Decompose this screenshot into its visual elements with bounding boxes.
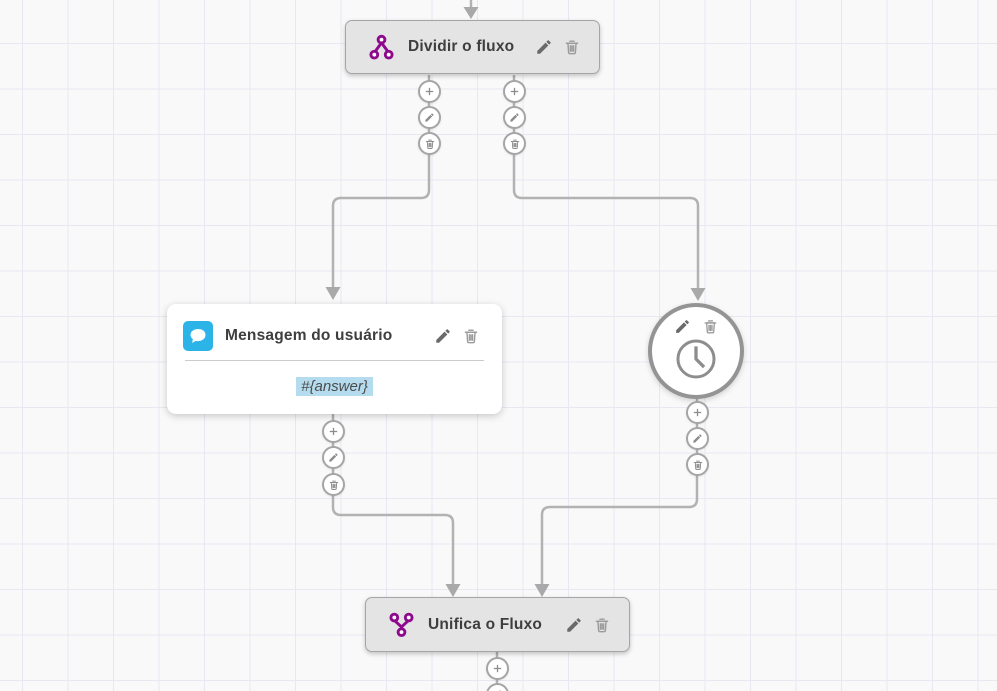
- card-header: Mensagem do usuário: [167, 304, 502, 357]
- delete-connector-button[interactable]: [418, 132, 441, 155]
- pencil-icon: [692, 433, 703, 444]
- delete-connector-button[interactable]: [686, 453, 709, 476]
- node-actions: [535, 38, 581, 56]
- trash-icon: [462, 327, 480, 345]
- timer-node[interactable]: [648, 303, 744, 399]
- trash-icon: [509, 138, 521, 150]
- chat-bubble-icon: [183, 320, 213, 351]
- card-divider: [185, 360, 484, 361]
- edit-node-button[interactable]: [535, 38, 553, 56]
- arrowhead-icon: [690, 288, 706, 301]
- plus-icon: [327, 425, 340, 438]
- node-actions: [434, 327, 480, 345]
- node-actions: [565, 616, 611, 634]
- pencil-icon: [565, 616, 583, 634]
- trash-icon: [563, 38, 581, 56]
- arrowhead-icon: [445, 584, 461, 597]
- merge-flow-node[interactable]: Unifica o Fluxo: [365, 597, 630, 652]
- message-node-title: Mensagem do usuário: [225, 326, 393, 344]
- pencil-icon: [674, 318, 691, 335]
- add-block-button[interactable]: [503, 80, 526, 103]
- delete-node-button[interactable]: [702, 318, 719, 335]
- split-flow-icon: [368, 34, 395, 61]
- node-actions: [652, 318, 740, 335]
- delete-node-button[interactable]: [563, 38, 581, 56]
- arrowhead-icon: [325, 287, 341, 300]
- pencil-icon: [535, 38, 553, 56]
- edit-connector-button[interactable]: [503, 106, 526, 129]
- edit-node-button[interactable]: [434, 327, 452, 345]
- arrowhead-icon: [534, 584, 550, 597]
- edit-node-button[interactable]: [674, 318, 691, 335]
- clock-icon: [675, 338, 717, 380]
- split-flow-node[interactable]: Dividir o fluxo: [345, 20, 600, 74]
- trash-icon: [692, 459, 704, 471]
- arrowhead-icon: [463, 7, 479, 19]
- trash-icon: [702, 318, 719, 335]
- edit-connector-button[interactable]: [686, 427, 709, 450]
- trash-icon: [424, 138, 436, 150]
- plus-icon: [508, 85, 521, 98]
- split-node-title: Dividir o fluxo: [408, 38, 515, 55]
- edit-connector-button[interactable]: [322, 446, 345, 469]
- plus-icon: [691, 406, 704, 419]
- add-block-button[interactable]: [486, 657, 509, 680]
- delete-connector-button[interactable]: [503, 132, 526, 155]
- pencil-icon: [328, 452, 339, 463]
- plus-icon: [423, 85, 436, 98]
- merge-flow-icon: [388, 611, 415, 638]
- connector: [540, 397, 699, 585]
- variable-chip: #{answer}: [296, 376, 373, 396]
- card-body: #{answer}: [167, 361, 502, 411]
- add-block-button[interactable]: [686, 401, 709, 424]
- user-message-node[interactable]: Mensagem do usuário #{answer}: [167, 304, 502, 414]
- pencil-icon: [509, 112, 520, 123]
- pencil-icon: [434, 327, 452, 345]
- connector: [331, 414, 455, 585]
- edit-node-button[interactable]: [565, 616, 583, 634]
- connector: [512, 75, 700, 289]
- plus-icon: [491, 662, 504, 675]
- trash-icon: [593, 616, 611, 634]
- merge-node-title: Unifica o Fluxo: [428, 615, 543, 633]
- trash-icon: [328, 479, 340, 491]
- connector: [331, 75, 431, 288]
- delete-node-button[interactable]: [462, 327, 480, 345]
- add-block-button[interactable]: [322, 420, 345, 443]
- chat-bubble-glyph: [188, 326, 208, 346]
- pencil-icon: [424, 112, 435, 123]
- delete-node-button[interactable]: [593, 616, 611, 634]
- edit-connector-button[interactable]: [418, 106, 441, 129]
- add-block-button[interactable]: [418, 80, 441, 103]
- delete-connector-button[interactable]: [322, 473, 345, 496]
